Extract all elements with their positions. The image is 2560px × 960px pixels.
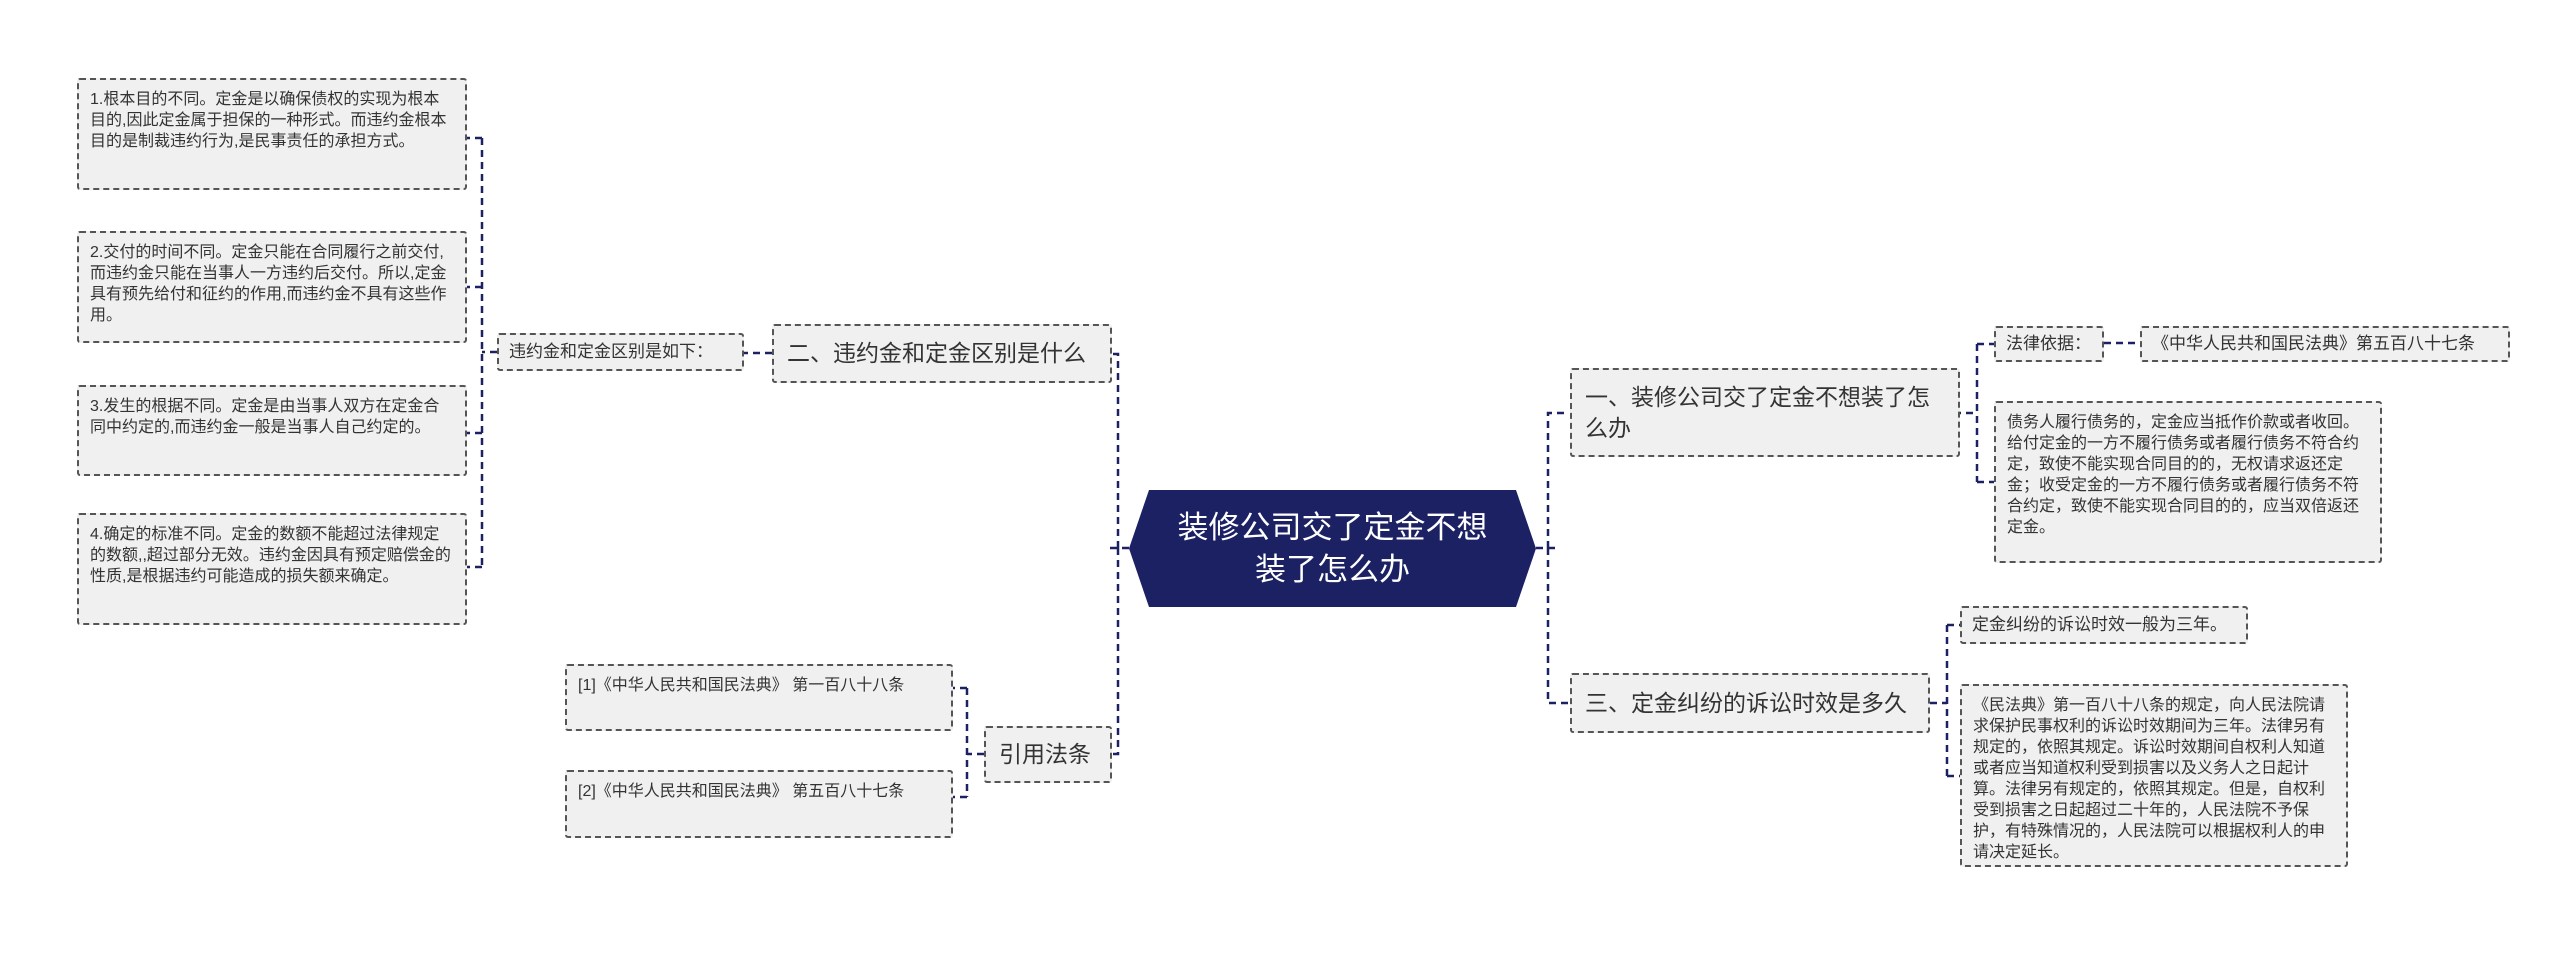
branch-three-label: 三、定金纠纷的诉讼时效是多久 (1585, 689, 1907, 716)
difference-point-1-text: 1.根本目的不同。定金是以确保债权的实现为根本目的,因此定金属于担保的一种形式。… (90, 91, 447, 150)
intro-points-connector (467, 136, 497, 569)
root-topic[interactable]: 装修公司交了定金不想装了怎么办 (1129, 490, 1536, 607)
difference-point-3-text: 3.发生的根据不同。定金是由当事人双方在定金合同中约定的,而违约金一般是当事人自… (90, 398, 440, 436)
citations-label: 引用法条 (999, 741, 1091, 767)
difference-point-2[interactable]: 2.交付的时间不同。定金只能在合同履行之前交付,而违约金只能在当事人一方违约后交… (77, 231, 467, 343)
difference-point-4[interactable]: 4.确定的标准不同。定金的数额不能超过法律规定的数额,,超过部分无效。违约金因具… (77, 513, 467, 625)
branch-three-connector (1930, 623, 1960, 778)
citation-item-1-text: [1]《中华人民共和国民法典》 第一百八十八条 (578, 677, 905, 694)
basis-text-content: 债务人履行债务的，定金应当抵作价款或者收回。给付定金的一方不履行债务或者履行债务… (2007, 414, 2360, 536)
difference-point-4-text: 4.确定的标准不同。定金的数额不能超过法律规定的数额,,超过部分无效。违约金因具… (90, 526, 451, 585)
basis-label-text: 法律依据： (2006, 334, 2091, 353)
branch-one-label: 一、装修公司交了定金不想装了怎么办 (1585, 383, 1930, 441)
limitation-detail-node[interactable]: 《民法典》第一百八十八条的规定，向人民法院请求保护民事权利的诉讼时效期间为三年。… (1960, 684, 2348, 867)
citations-node[interactable]: 引用法条 (984, 726, 1112, 783)
root-topic-label: 装修公司交了定金不想装了怎么办 (1177, 509, 1488, 587)
citation-item-2[interactable]: [2]《中华人民共和国民法典》 第五百八十七条 (565, 770, 953, 838)
citations-items-connector (953, 686, 984, 799)
limitation-detail-text: 《民法典》第一百八十八条的规定，向人民法院请求保护民事权利的诉讼时效期间为三年。… (1973, 697, 2326, 861)
branch-one-node[interactable]: 一、装修公司交了定金不想装了怎么办 (1570, 368, 1960, 457)
difference-point-3[interactable]: 3.发生的根据不同。定金是由当事人双方在定金合同中约定的,而违约金一般是当事人自… (77, 385, 467, 476)
citation-item-1[interactable]: [1]《中华人民共和国民法典》 第一百八十八条 (565, 664, 953, 731)
branch-three-node[interactable]: 三、定金纠纷的诉讼时效是多久 (1570, 673, 1930, 733)
limitation-summary-text: 定金纠纷的诉讼时效一般为三年。 (1972, 615, 2227, 634)
difference-intro-node[interactable]: 违约金和定金区别是如下： (497, 333, 744, 371)
root-right-connector (1536, 411, 1568, 705)
branch-two-label: 二、违约金和定金区别是什么 (787, 340, 1086, 366)
limitation-summary-node[interactable]: 定金纠纷的诉讼时效一般为三年。 (1960, 606, 2248, 644)
basis-text-node[interactable]: 债务人履行债务的，定金应当抵作价款或者收回。给付定金的一方不履行债务或者履行债务… (1994, 401, 2382, 563)
branch-two-node[interactable]: 二、违约金和定金区别是什么 (772, 324, 1112, 383)
citation-item-2-text: [2]《中华人民共和国民法典》 第五百八十七条 (578, 783, 905, 800)
basis-label-node[interactable]: 法律依据： (1994, 326, 2104, 362)
basis-ref-node[interactable]: 《中华人民共和国民法典》第五百八十七条 (2140, 326, 2510, 362)
basis-ref-text: 《中华人民共和国民法典》第五百八十七条 (2152, 334, 2475, 353)
difference-point-2-text: 2.交付的时间不同。定金只能在合同履行之前交付,而违约金只能在当事人一方违约后交… (90, 244, 447, 324)
root-left-connector (1110, 352, 1129, 756)
difference-intro-text: 违约金和定金区别是如下： (509, 342, 713, 361)
difference-point-1[interactable]: 1.根本目的不同。定金是以确保债权的实现为根本目的,因此定金属于担保的一种形式。… (77, 78, 467, 190)
